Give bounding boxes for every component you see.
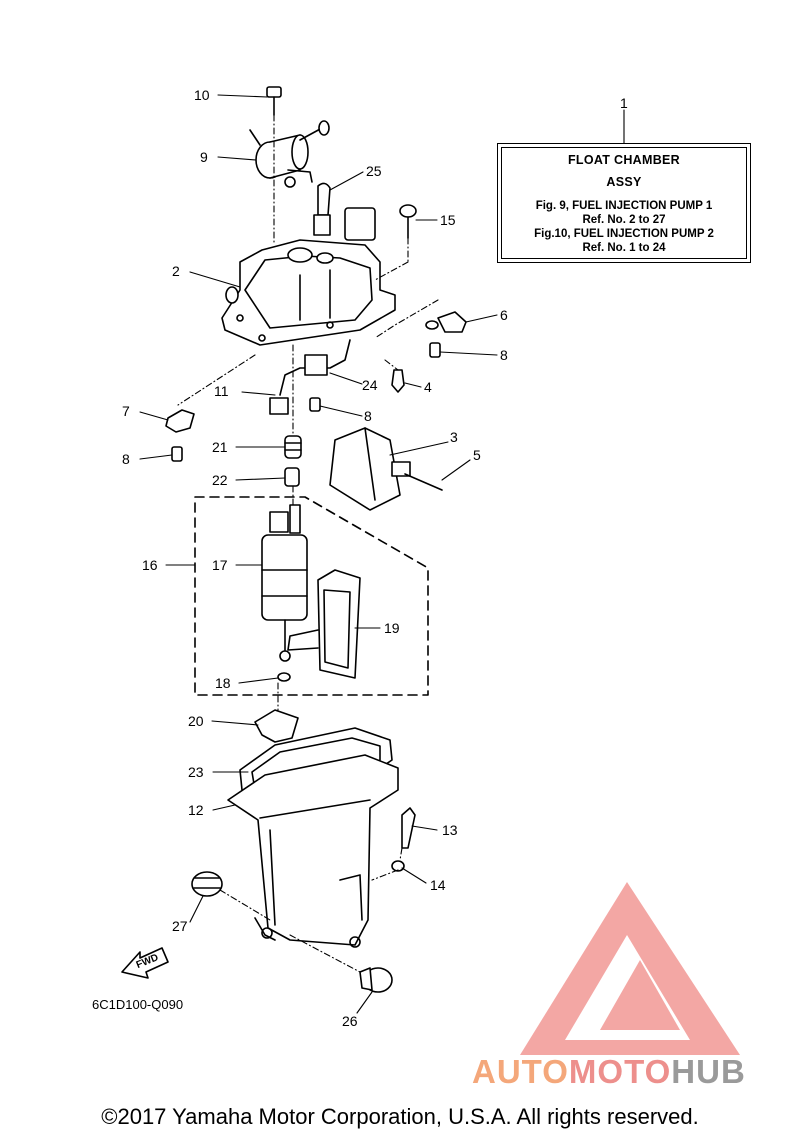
- screw-14: [391, 860, 405, 872]
- collar-22: [284, 467, 300, 487]
- callout-8b: 8: [364, 408, 372, 424]
- callout-4: 4: [424, 379, 432, 395]
- brand-moto: MOTO: [568, 1053, 672, 1090]
- legend-box: FLOAT CHAMBER ASSY Fig. 9, FUEL INJECTIO…: [497, 143, 751, 263]
- fwd-arrow-icon: [121, 947, 169, 979]
- callout-9: 9: [200, 149, 208, 165]
- callout-18: 18: [215, 675, 231, 691]
- harness-11-24: [269, 339, 351, 415]
- cover-2: [221, 207, 396, 346]
- callout-16: 16: [142, 557, 158, 573]
- screw-8c: [171, 446, 183, 462]
- watermark-brand: AUTOMOTOHUB: [472, 1053, 746, 1091]
- callout-24: 24: [362, 377, 378, 393]
- ring-18: [277, 672, 291, 682]
- group-16-outline: [194, 496, 429, 696]
- callout-1: 1: [620, 95, 628, 111]
- needle-4: [391, 369, 405, 393]
- grommet-21: [284, 435, 302, 459]
- screw-8b: [309, 397, 321, 412]
- legend-title-line1: FLOAT CHAMBER: [568, 153, 680, 167]
- callout-14: 14: [430, 877, 446, 893]
- screw-15: [399, 204, 417, 239]
- callout-7: 7: [122, 403, 130, 419]
- pad-7: [165, 409, 195, 433]
- callout-2: 2: [172, 263, 180, 279]
- callout-17: 17: [212, 557, 228, 573]
- callout-15: 15: [440, 212, 456, 228]
- pump-17: [261, 504, 308, 662]
- callout-21: 21: [212, 439, 228, 455]
- copyright-notice: ©2017 Yamaha Motor Corporation, U.S.A. A…: [101, 1104, 699, 1129]
- callout-20: 20: [188, 713, 204, 729]
- callout-6: 6: [500, 307, 508, 323]
- callout-13: 13: [442, 822, 458, 838]
- callout-8c: 8: [122, 451, 130, 467]
- plug-26: [359, 967, 393, 993]
- fitting-25: [313, 182, 331, 236]
- legend-line-2: Ref. No. 2 to 27: [582, 214, 666, 226]
- callout-3: 3: [450, 429, 458, 445]
- regulator-9: [249, 120, 330, 188]
- float-3: [329, 427, 411, 511]
- valve-13: [401, 807, 416, 849]
- legend-line-3: Fig.10, FUEL INJECTION PUMP 2: [534, 228, 714, 240]
- callout-25: 25: [366, 163, 382, 179]
- callout-23: 23: [188, 764, 204, 780]
- callout-27: 27: [172, 918, 188, 934]
- callout-26: 26: [342, 1013, 358, 1029]
- brand-hub: HUB: [671, 1053, 746, 1090]
- grommet-27: [191, 871, 223, 897]
- clip-6: [425, 311, 467, 333]
- callout-22: 22: [212, 472, 228, 488]
- legend-line-1: Fig. 9, FUEL INJECTION PUMP 1: [535, 200, 713, 212]
- callout-8a: 8: [500, 347, 508, 363]
- leader-lines: [139, 94, 625, 1014]
- legend-title-line2: ASSY: [606, 175, 642, 189]
- clip-20: [254, 709, 299, 743]
- callout-labels: 1 10 9 25 15 2 6 8 4 24 11 8 7 8 21 3 5 …: [122, 87, 628, 1029]
- callout-19: 19: [384, 620, 400, 636]
- screw-8a: [429, 342, 441, 358]
- watermark-logo: [520, 882, 740, 1055]
- callout-12: 12: [188, 802, 204, 818]
- callout-5: 5: [473, 447, 481, 463]
- bolt-10: [266, 86, 282, 116]
- part-code: 6C1D100-Q090: [92, 997, 184, 1012]
- chamber-12: [227, 754, 399, 948]
- pin-5: [404, 473, 443, 491]
- brand-auto: AUTO: [472, 1053, 569, 1090]
- callout-11: 11: [214, 383, 229, 399]
- callout-10: 10: [194, 87, 210, 103]
- legend-line-4: Ref. No. 1 to 24: [582, 242, 666, 254]
